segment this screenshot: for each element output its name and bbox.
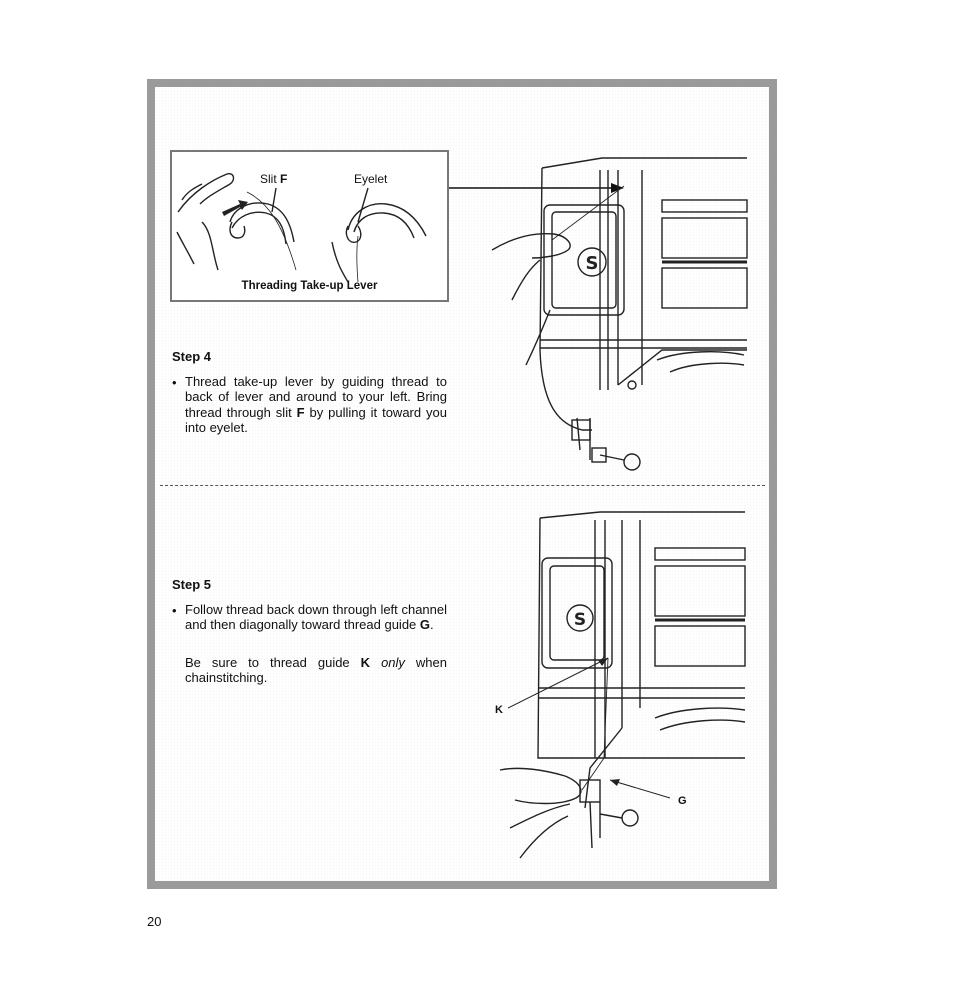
step4-bullet: •	[172, 375, 177, 390]
eyelet-label: Eyelet	[354, 172, 388, 186]
step5-bullet: •	[172, 603, 177, 618]
callout-k: K	[495, 704, 503, 716]
step5-note: Be sure to thread guide K only when chai…	[185, 655, 447, 686]
callout-g: G	[678, 795, 687, 807]
section-divider	[160, 485, 765, 486]
machine-illustration-step4: S	[491, 157, 748, 471]
step5-text: Follow thread back down through left cha…	[185, 602, 447, 633]
page-number: 20	[147, 914, 162, 929]
machine-illustration-step5: S	[499, 511, 746, 859]
step4-heading: Step 4	[172, 349, 212, 364]
step5-heading: Step 5	[172, 577, 212, 592]
take-up-lever-illustration	[176, 172, 427, 283]
take-up-lever-inset: Slit F Eyelet Threading Take-up Lever	[170, 150, 449, 302]
step4-text: Thread take-up lever by guiding thread t…	[185, 374, 447, 435]
inset-caption: Threading Take-up Lever	[241, 280, 378, 292]
machine-logo: S	[586, 253, 599, 274]
slit-label: Slit F	[260, 172, 288, 186]
machine-logo-2: S	[574, 610, 586, 630]
